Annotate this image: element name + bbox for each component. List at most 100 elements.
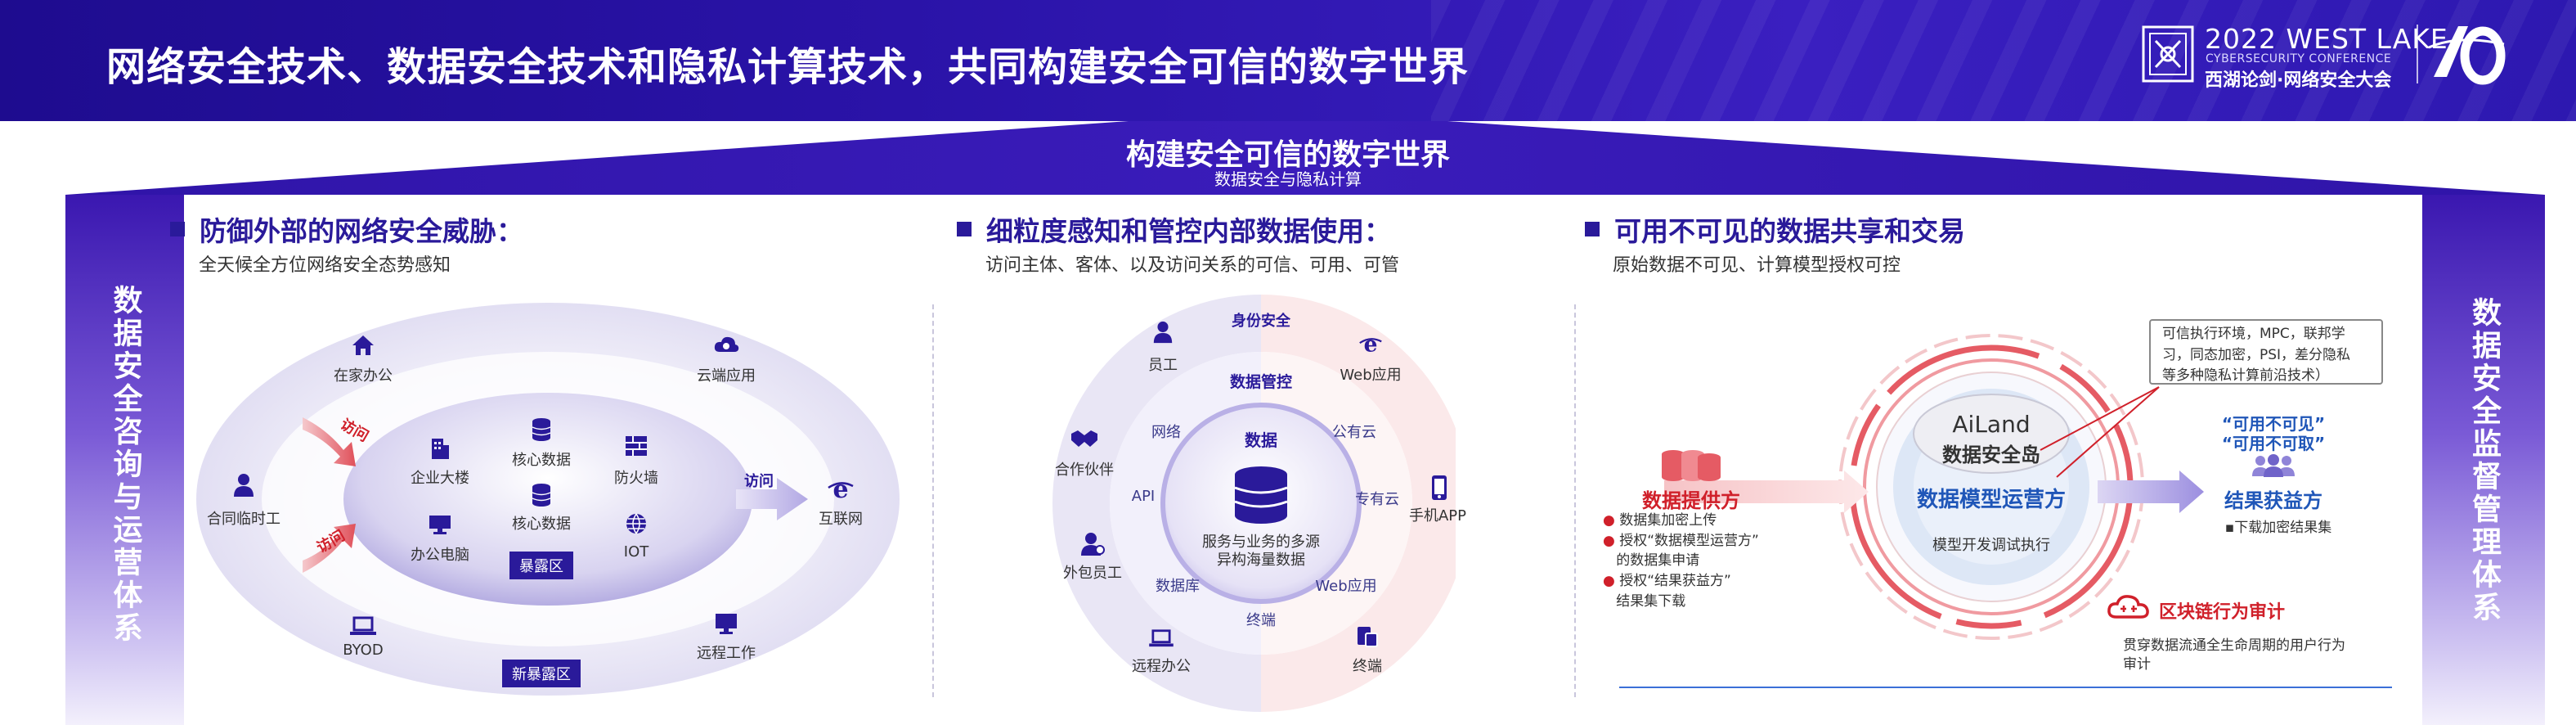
node-office-pc: 办公电脑 [411, 547, 469, 564]
node-partner: 合作伙伴 [1055, 462, 1114, 479]
ring-api: API [1131, 488, 1156, 505]
ring-network: 网络 [1151, 424, 1181, 441]
section-divider-2 [1574, 304, 1576, 697]
right-pillar: 数据安全监督管理体系 [2422, 195, 2545, 725]
ring-web-app: Web应用 [1315, 578, 1377, 595]
conference-subtitle: CYBERSECURITY CONFERENCE [2206, 52, 2392, 65]
access-arrow-3 [736, 478, 808, 520]
database-icon [532, 484, 551, 507]
desktop-pc-icon [429, 516, 451, 534]
node-mobile-app: 手机APP [1408, 507, 1467, 525]
data-provider-label: 数据提供方 [1642, 489, 1740, 512]
node-internet: 互联网 [819, 511, 863, 528]
data-control-label: 数据管控 [1229, 373, 1293, 391]
node-core-data-1: 核心数据 [512, 452, 571, 469]
node-remote-office: 远程办公 [1132, 658, 1191, 675]
roof-header-shape [65, 121, 2545, 213]
data-sharing-flow-diagram [1619, 334, 2392, 688]
laptop-icon [350, 616, 376, 635]
person-icon [234, 474, 254, 497]
exposed-zone-badge: 暴露区 [509, 552, 573, 579]
network-perimeter-diagram [196, 303, 900, 696]
section-mid-subheading: 访问主体、客体、以及访问关系的可信、可用、可管 [985, 255, 1400, 276]
logo-divider [2417, 25, 2418, 83]
island-brand: AiLand [1952, 411, 2031, 438]
ring-database: 数据库 [1156, 578, 1200, 595]
svg-text:e: e [1364, 332, 1378, 355]
node-employee: 员工 [1148, 357, 1178, 374]
top-banner [0, 0, 2576, 121]
callout-line: 习，同态加密，PSI，差分隐私 [2162, 346, 2351, 363]
blockchain-audit-desc-line1: 贯穿数据流通全生命周期的用户行为 [2123, 637, 2345, 654]
access-label-3: 访问 [744, 473, 774, 490]
iot-globe-icon [626, 513, 646, 534]
terminal-devices-icon [1358, 627, 1378, 647]
blockchain-audit-desc-line2: 审计 [2123, 656, 2151, 673]
heading-bullet [170, 222, 185, 236]
ring-public-cloud: 公有云 [1332, 424, 1376, 441]
result-beneficiary-label: 结果获益方 [2224, 489, 2322, 512]
node-home-office: 在家办公 [334, 367, 393, 385]
node-cloud-app: 云端应用 [697, 367, 756, 385]
outsourced-staff-icon [1081, 533, 1105, 556]
privacy-tech-callout: 可信执行环境，MPC，联邦学 习，同态加密，PSI，差分隐私 等多种隐私计算前沿… [2149, 319, 2383, 385]
web-app-icon: e [1359, 332, 1382, 355]
node-web-app-top: Web应用 [1340, 367, 1402, 384]
access-arrow-2 [303, 524, 356, 573]
banner-stripes [1431, 0, 2576, 121]
node-iot: IOT [623, 543, 649, 561]
data-provider-database-icon [1662, 450, 1721, 481]
home-icon [352, 335, 374, 355]
core-data-title: 数据 [1245, 430, 1277, 450]
right-pillar-label: 数据安全监督管理体系 [2467, 297, 2501, 624]
provider-item: ● 授权“数据模型运营方” [1603, 532, 1759, 549]
identity-security-label: 身份安全 [1232, 313, 1290, 330]
new-exposed-zone-badge: 新暴露区 [502, 660, 581, 687]
callout-line: 等多种隐私计算前沿技术） [2162, 367, 2329, 384]
node-remote-work: 远程工作 [697, 645, 756, 662]
beneficiary-item: ▪下载加密结果集 [2224, 520, 2332, 536]
section-right-heading: 可用不可见的数据共享和交易 [1585, 209, 1965, 249]
provider-item: 的数据集申请 [1616, 552, 1700, 570]
core-data-desc-line1: 服务与业务的多源 [1202, 534, 1320, 551]
node-terminal-outer: 终端 [1353, 658, 1382, 675]
data-control-rings-diagram [1052, 295, 1456, 712]
node-outsourced-staff: 外包员工 [1063, 565, 1122, 582]
provider-flow-arrow [1664, 471, 1869, 513]
node-enterprise-building: 企业大楼 [411, 470, 469, 487]
section-left-heading: 防御外部的网络安全威胁： [170, 209, 523, 249]
section-right-heading-text: 可用不可见的数据共享和交易 [1614, 215, 1965, 247]
ring-private-cloud: 专有云 [1355, 491, 1399, 508]
ring-terminal: 终端 [1246, 612, 1276, 629]
handshake-icon [1071, 430, 1097, 447]
heading-bullet [1585, 222, 1600, 236]
center-title: 构建安全可信的数字世界 [1125, 138, 1450, 172]
internet-explorer-icon: e [828, 476, 854, 501]
usable-untakeable-label: “可用不可取” [2221, 434, 2326, 453]
section-right-subheading: 原始数据不可见、计算模型授权可控 [1613, 255, 1901, 276]
remote-office-laptop-icon [1149, 629, 1174, 647]
page-title: 网络安全技术、数据安全技术和隐私计算技术，共同构建安全可信的数字世界 [106, 44, 1470, 90]
callout-line: 可信执行环境，MPC，联邦学 [2162, 326, 2345, 342]
tenth-anniversary-logo-icon [2428, 26, 2506, 85]
left-pillar-label: 数据安全咨询与运营体系 [108, 285, 142, 645]
firewall-icon [626, 436, 647, 456]
database-icon [532, 418, 551, 441]
provider-items-list: ● 数据集加密上传 ● 授权“数据模型运营方” 的数据集申请 ● 授权“结果获益… [1603, 511, 1759, 611]
section-divider-1 [932, 304, 934, 697]
blockchain-cloud-icon [2107, 595, 2149, 619]
employee-icon [1153, 321, 1173, 344]
monitor-icon [716, 614, 737, 634]
heading-bullet [957, 222, 972, 236]
node-core-data-2: 核心数据 [512, 516, 571, 533]
conference-year-title: 2022 WEST LAKE [2205, 23, 2448, 55]
cloud-app-icon [714, 336, 739, 352]
provider-item: ● 数据集加密上传 [1603, 512, 1717, 529]
blockchain-audit-title: 区块链行为审计 [2159, 602, 2286, 623]
core-database-icon [1234, 466, 1288, 524]
core-data-desc-line2: 异构海量数据 [1217, 552, 1305, 569]
section-mid-heading-text: 细粒度感知和管控内部数据使用： [986, 215, 1391, 247]
section-mid-heading: 细粒度感知和管控内部数据使用： [957, 209, 1391, 249]
conference-emblem-icon [2142, 25, 2194, 83]
provider-item: ● 授权“结果获益方” [1603, 572, 1731, 589]
